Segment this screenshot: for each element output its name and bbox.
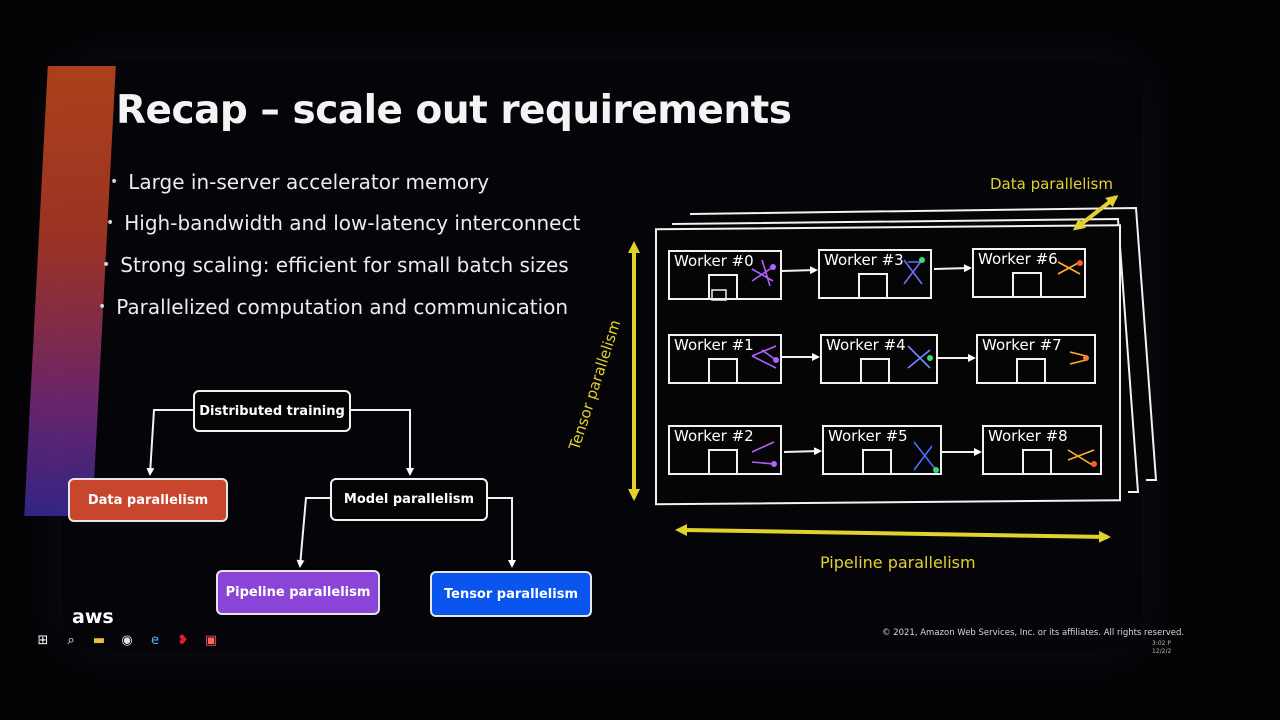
bullet-dot: • xyxy=(110,174,119,190)
app-red-icon[interactable]: ❥ xyxy=(177,633,189,648)
slide-title: Recap – scale out requirements xyxy=(116,88,792,133)
bullet-text: High-bandwidth and low-latency interconn… xyxy=(124,211,581,235)
arrow-w0-w3 xyxy=(781,266,818,275)
worker-6: Worker #6 xyxy=(972,248,1086,298)
chip-icon xyxy=(860,358,890,384)
connector-model-tensor xyxy=(488,497,516,568)
worker-label: Worker #5 xyxy=(828,427,908,445)
copyright-text: © 2021, Amazon Web Services, Inc. or its… xyxy=(882,628,1185,638)
chip-icon xyxy=(708,274,738,300)
bullet-dot: • xyxy=(106,215,115,231)
worker-0: Worker #0 xyxy=(668,250,782,300)
chrome-icon[interactable]: ◉ xyxy=(121,633,133,648)
aws-logo: aws xyxy=(72,606,114,628)
worker-label: Worker #0 xyxy=(674,252,754,270)
arrow-w3-w6 xyxy=(933,264,972,273)
data-axis-arrow xyxy=(1072,195,1119,231)
bullet-text: Large in-server accelerator memory xyxy=(128,170,490,194)
worker-label: Worker #8 xyxy=(988,427,1068,445)
bullet-item: • High-bandwidth and low-latency intercon… xyxy=(106,211,580,235)
tree-connectors xyxy=(146,409,516,568)
search-icon[interactable]: ⌕ xyxy=(67,633,75,648)
worker-2: Worker #2 xyxy=(668,425,782,475)
connector-root-model xyxy=(350,409,414,476)
chip-icon xyxy=(1016,358,1046,384)
model-parallelism-node: Model parallelism xyxy=(330,478,488,521)
bullet-text: Parallelized computation and communicati… xyxy=(116,295,569,319)
pipeline-axis-arrow xyxy=(675,524,1111,543)
bullet-item: • Large in-server accelerator memory xyxy=(110,170,489,194)
connector-model-pipeline xyxy=(296,497,330,568)
chip-icon xyxy=(708,358,738,384)
worker-5: Worker #5 xyxy=(822,425,942,475)
arrow-w2-w5 xyxy=(783,447,822,456)
worker-label: Worker #6 xyxy=(978,250,1058,268)
bullet-item: • Parallelized computation and communicat… xyxy=(98,295,568,319)
chip-icon xyxy=(1012,272,1042,298)
tensor-parallelism-node: Tensor parallelism xyxy=(430,571,592,617)
worker-1: Worker #1 xyxy=(668,334,782,384)
axis-arrows xyxy=(628,195,1119,543)
taskbar: ⊞ ⌕ ▬ ◉ e ❥ ▣ xyxy=(36,631,218,651)
pipeline-parallelism-node: Pipeline parallelism xyxy=(216,570,380,615)
bullet-text: Strong scaling: efficient for small batc… xyxy=(120,253,569,277)
chip-icon xyxy=(862,449,892,475)
pipeline-parallelism-label: Pipeline parallelism xyxy=(820,553,976,572)
bullet-item: • Strong scaling: efficient for small bat… xyxy=(102,253,569,277)
chip-icon xyxy=(858,273,888,299)
bullet-dot: • xyxy=(102,257,111,273)
app-document-icon[interactable]: ▣ xyxy=(204,633,218,648)
clock-time: 3:02 P xyxy=(1152,640,1171,647)
worker-4: Worker #4 xyxy=(820,334,938,384)
worker-arrows xyxy=(781,264,982,456)
worker-label: Worker #1 xyxy=(674,336,754,354)
distributed-training-node: Distributed training xyxy=(193,390,351,432)
chip-icon xyxy=(708,449,738,475)
edge-icon[interactable]: e xyxy=(151,633,159,648)
worker-label: Worker #4 xyxy=(826,336,906,354)
connector-root-data xyxy=(146,409,194,476)
data-parallelism-label: Data parallelism xyxy=(990,175,1113,193)
clock-date: 12/2/2 xyxy=(1152,648,1172,655)
worker-8: Worker #8 xyxy=(982,425,1102,475)
worker-label: Worker #3 xyxy=(824,251,904,269)
worker-label: Worker #7 xyxy=(982,336,1062,354)
worker-7: Worker #7 xyxy=(976,334,1096,384)
data-parallelism-node: Data parallelism xyxy=(68,478,228,522)
chip-icon xyxy=(1022,449,1052,475)
bullet-dot: • xyxy=(98,299,107,315)
worker-3: Worker #3 xyxy=(818,249,932,299)
windows-icon[interactable]: ⊞ xyxy=(37,633,49,648)
worker-label: Worker #2 xyxy=(674,427,754,445)
file-explorer-icon[interactable]: ▬ xyxy=(92,633,106,648)
